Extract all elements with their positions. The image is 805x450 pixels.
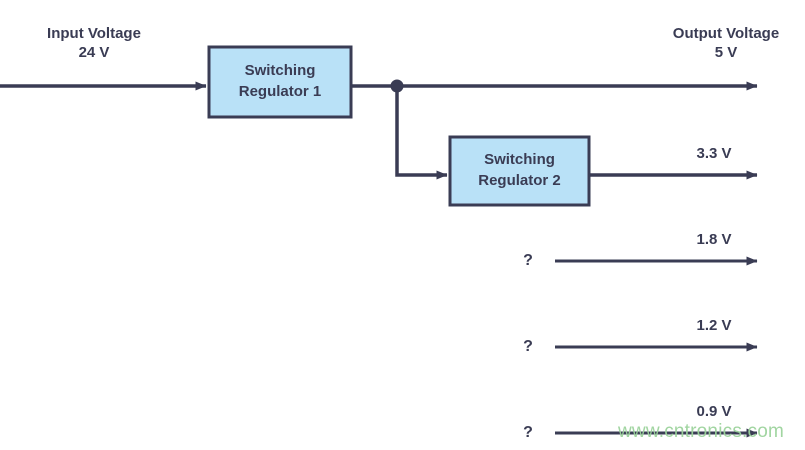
wire-branch-to-reg2 (395, 86, 448, 180)
regulator-2-line2: Regulator 2 (478, 172, 561, 189)
output-1v2-value: 1.2 V (696, 317, 732, 334)
input-voltage-label: Input Voltage 24 V (14, 24, 174, 62)
unknown-source-1v8: ? (523, 252, 533, 269)
unknown-source-0v9: ? (523, 424, 533, 441)
output-voltage-5v-value: 5 V (714, 44, 738, 61)
regulator-1-line1: Switching (244, 62, 316, 79)
output-voltage-5v-label: Output Voltage 5 V (646, 24, 805, 62)
regulator-2-box[interactable] (448, 135, 591, 207)
output-voltage-title: Output Voltage (672, 25, 780, 42)
regulator-1-line2: Regulator 1 (238, 83, 322, 100)
regulator-2-line1: Switching (484, 151, 555, 168)
output-3v3-value: 3.3 V (696, 145, 732, 162)
input-voltage-value: 24 V (78, 44, 110, 61)
unknown-source-1v2: ? (523, 338, 533, 355)
watermark-text: www.cntronics.com (618, 421, 784, 442)
regulator-1-box[interactable] (207, 45, 353, 119)
output-1v8-value: 1.8 V (696, 231, 732, 248)
junction-dot (390, 79, 404, 93)
regulator-2-label: Switching Regulator 2 (450, 149, 589, 191)
output-0v9-value: 0.9 V (696, 403, 732, 420)
regulator-1-label: Switching Regulator 1 (209, 60, 351, 102)
input-voltage-title: Input Voltage (47, 25, 141, 42)
